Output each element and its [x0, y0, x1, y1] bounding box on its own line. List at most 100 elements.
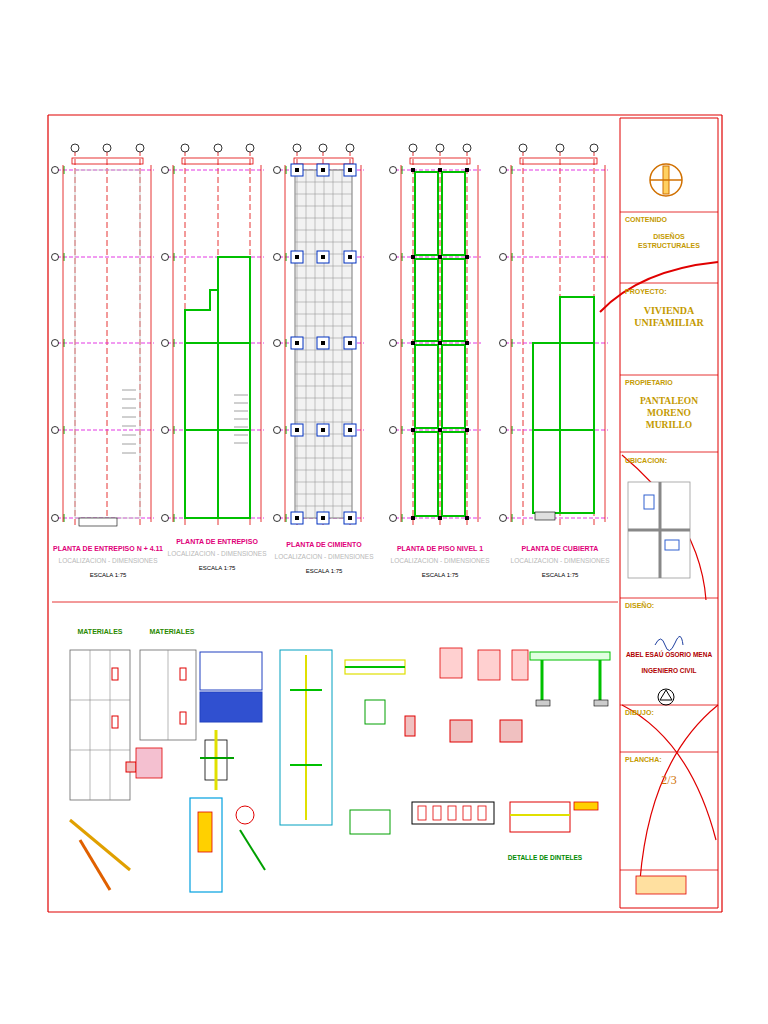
drawing-line	[70, 750, 130, 751]
axis-bubble	[52, 254, 59, 261]
stair-step	[122, 453, 136, 454]
dimension-tick	[402, 339, 403, 347]
dimension-tick	[286, 339, 287, 347]
grid-axis	[167, 170, 264, 171]
axis-bubble	[500, 254, 507, 261]
dimension-tick	[286, 166, 287, 174]
axis-bubble	[436, 144, 444, 152]
beam	[560, 297, 594, 343]
plan-title: PLANTA DE CUBIERTA	[522, 545, 599, 552]
stair-step	[122, 444, 136, 445]
decor-arc	[640, 705, 718, 880]
footing	[344, 251, 356, 263]
detail-callout	[236, 806, 254, 824]
column	[348, 341, 352, 345]
cell-value: INGENIERO CIVIL	[625, 667, 713, 675]
title-block-line	[620, 283, 718, 284]
dimension-line	[182, 158, 253, 164]
title-block-line	[620, 598, 718, 599]
axis-bubble	[293, 144, 301, 152]
plan-scale: ESCALA 1:75	[199, 565, 236, 571]
dimension-line	[401, 165, 402, 522]
axis-bubble	[556, 144, 564, 152]
logo	[650, 164, 682, 196]
hatch	[295, 182, 352, 183]
stair-step	[234, 419, 248, 420]
footing	[344, 164, 356, 176]
column-line	[541, 660, 544, 700]
plan-subtitle: LOCALIZACION - DIMENSIONES	[391, 557, 490, 564]
stair-step	[234, 403, 248, 404]
dimension-tick	[286, 253, 287, 261]
hatch	[342, 170, 343, 518]
dimension-tick	[512, 253, 513, 261]
hatch	[295, 230, 352, 231]
plan-subtitle: LOCALIZACION - DIMENSIONES	[275, 553, 374, 560]
column-section	[112, 716, 118, 728]
drawing-line	[70, 700, 130, 701]
lintel-section	[574, 802, 598, 810]
title-block-line	[620, 118, 718, 119]
column-section	[500, 720, 522, 742]
grid-axis	[505, 257, 608, 258]
axis-bubble	[390, 340, 397, 347]
axis-bubble	[162, 340, 169, 347]
frame-line	[47, 115, 48, 912]
column	[465, 428, 469, 432]
axis-bubble	[319, 144, 327, 152]
column	[411, 168, 415, 172]
rebar	[345, 666, 405, 668]
dimension-tick	[64, 514, 65, 522]
hatch	[295, 194, 352, 195]
grid-axis	[467, 150, 468, 528]
axis-bubble	[390, 167, 397, 174]
cell-value: 2/3	[625, 773, 713, 788]
hatch	[333, 170, 334, 518]
grid-axis	[167, 430, 264, 431]
hatch	[295, 386, 352, 387]
grid-axis	[167, 518, 264, 519]
column	[411, 428, 415, 432]
plan-scale: ESCALA 1:75	[422, 572, 459, 578]
hatch	[295, 302, 352, 303]
dimension-tick	[512, 166, 513, 174]
dimension-tick	[64, 253, 65, 261]
footing	[344, 512, 356, 524]
dimension-tick	[286, 514, 287, 522]
column	[321, 516, 325, 520]
column	[295, 168, 299, 172]
dimension-tick	[512, 514, 513, 522]
dimension-tick	[402, 514, 403, 522]
logo	[658, 689, 674, 705]
axis-bubble	[519, 144, 527, 152]
stair-step	[122, 435, 136, 436]
axis-bubble	[162, 254, 169, 261]
grid-axis	[57, 343, 154, 344]
hatch	[295, 290, 352, 291]
stair-step	[234, 395, 248, 396]
stair-step	[234, 427, 248, 428]
beam	[442, 259, 465, 341]
cell-value: ABEL ESAÚ OSORIO MENA	[625, 651, 713, 659]
cell-heading: PROPIETARIO	[625, 379, 713, 388]
column	[348, 168, 352, 172]
cell-heading: PLANCHA:	[625, 756, 713, 765]
schedule-table	[200, 652, 262, 690]
title-block-line	[620, 375, 718, 376]
plan-scale: ESCALA 1:75	[90, 572, 127, 578]
title-block-line	[718, 118, 719, 908]
detail-line	[168, 650, 169, 740]
plan-title: PLANTA DE PISO NIVEL 1	[397, 545, 483, 552]
axis-bubble	[500, 427, 507, 434]
cell-heading: UBICACION:	[625, 457, 713, 466]
axis-bubble	[590, 144, 598, 152]
column-section	[198, 812, 212, 852]
decor-arc	[622, 705, 716, 840]
dimension-tick	[64, 166, 65, 174]
stair-step	[122, 399, 136, 400]
rebar	[200, 757, 234, 759]
beam	[533, 343, 594, 513]
rebar-detail	[80, 840, 110, 890]
